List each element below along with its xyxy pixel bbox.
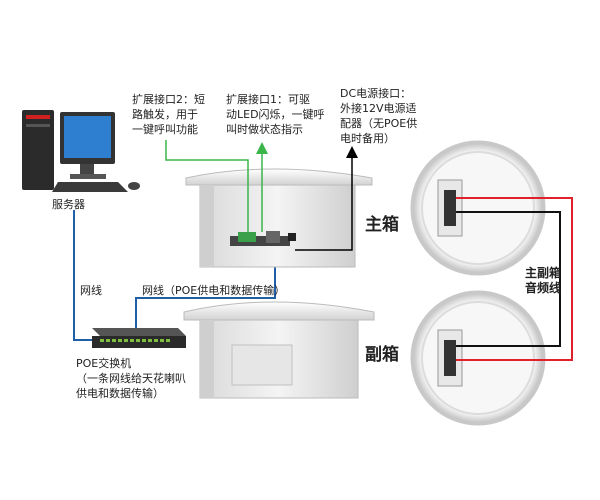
- audio-wire-black: [456, 211, 561, 347]
- dc-port-leader: [295, 146, 358, 251]
- dc-port-label: DC电源接口： 外接12V电源适 配器（无POE供 电时备用）: [340, 87, 418, 145]
- sub-speaker-top-view: [410, 290, 546, 426]
- ext-port-2-label: 扩展接口2：短 路触发，用于 一键呼叫功能: [132, 93, 205, 136]
- server-computer-icon: [22, 110, 140, 192]
- sub-box-label: 副箱: [365, 345, 399, 365]
- audio-wire-red: [456, 197, 573, 361]
- poe-switch-icon: [92, 328, 186, 348]
- ext-port-1-label: 扩展接口1：可驱 动LED闪烁，一键呼 叫时做状态指示: [226, 93, 325, 136]
- main-speaker-top-view: [410, 140, 546, 276]
- sub-speaker-box: [183, 301, 375, 399]
- server-label: 服务器: [52, 198, 85, 211]
- audio-line-label: 主副箱 音频线: [525, 266, 562, 295]
- poe-cable-label: 网线（POE供电和数据传输）: [142, 284, 286, 297]
- network-cable-label: 网线: [80, 284, 102, 297]
- server-to-switch-cable: [73, 210, 92, 341]
- poe-switch-label: POE交换机 （一条网线给天花喇叭 供电和数据传输）: [76, 357, 186, 400]
- main-speaker-box: [185, 168, 373, 268]
- ext-port-2-leader: [165, 140, 249, 232]
- main-box-label: 主箱: [365, 215, 399, 235]
